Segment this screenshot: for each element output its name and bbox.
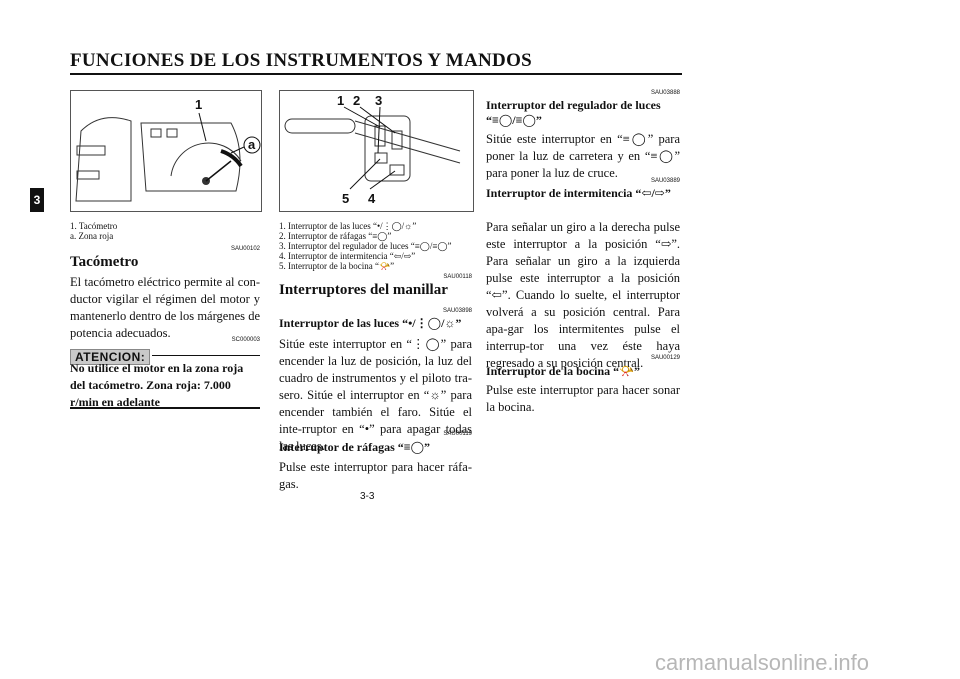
caption-item: 5. Interruptor de la bocina “📯” bbox=[279, 261, 395, 271]
paragraph-intermitencia: Para señalar un giro a la derecha pulse … bbox=[486, 220, 680, 370]
reference-code: SC000003 bbox=[231, 337, 260, 343]
paragraph-tacometro: El tacómetro eléctrico permite al con-du… bbox=[70, 275, 260, 340]
paragraph-luces: Sitúe este interruptor en “⋮◯” para ence… bbox=[279, 337, 472, 453]
subsection-title-regulador: Interruptor del regulador de luces “≡◯/≡… bbox=[486, 98, 661, 127]
reference-code: SAU03888 bbox=[650, 90, 680, 96]
caption-item: a. Zona roja bbox=[70, 231, 114, 241]
caption-item: 1. Tacómetro bbox=[70, 221, 118, 231]
subsection-title-intermitencia: Interruptor de intermitencia “⇦/⇨” bbox=[486, 186, 671, 200]
caption-item: 2. Interruptor de ráfagas “≡◯” bbox=[279, 231, 392, 241]
tachometer-illustration: 1 a bbox=[75, 97, 261, 202]
warning-rule bbox=[70, 407, 260, 409]
subsection-title-luces: Interruptor de las luces “•/⋮◯/☼” bbox=[279, 316, 462, 330]
section-title-tacometro: Tacómetro bbox=[70, 254, 139, 270]
figure-handlebar-switches: 1 2 3 5 4 bbox=[279, 90, 474, 212]
paragraph-bocina: Pulse este interruptor para hacer sonar … bbox=[486, 383, 680, 414]
callout-a: a bbox=[248, 137, 256, 152]
subsection-title-rafagas: Interruptor de ráfagas “≡◯” bbox=[279, 440, 431, 454]
warning-header: ATENCION: bbox=[70, 348, 260, 366]
reference-code: SAU00129 bbox=[650, 355, 680, 361]
watermark: carmanualsonline.info bbox=[655, 650, 870, 675]
handlebar-illustration: 1 2 3 5 4 bbox=[284, 93, 461, 206]
figure2-captions: 1. Interruptor de las luces “•/⋮◯/☼” 2. … bbox=[279, 221, 452, 271]
reference-code: SAU03898 bbox=[442, 308, 472, 314]
page-number: 3-3 bbox=[360, 491, 375, 502]
figure1-captions: 1. Tacómetro a. Zona roja bbox=[70, 221, 117, 241]
warning-text: No utilice el motor en la zona roja del … bbox=[70, 361, 244, 409]
callout-1: 1 bbox=[195, 97, 202, 112]
callout-5: 5 bbox=[342, 191, 349, 206]
reference-code: SAU03889 bbox=[650, 178, 680, 184]
callout-4: 4 bbox=[368, 191, 376, 206]
paragraph-regulador: Sitúe este interruptor en “≡◯” para pone… bbox=[486, 132, 680, 180]
callout-1: 1 bbox=[337, 93, 344, 108]
warning-label: ATENCION: bbox=[70, 349, 151, 365]
reference-code: SAU00102 bbox=[230, 246, 260, 252]
caption-item: 4. Interruptor de intermitencia “⇦/⇨” bbox=[279, 251, 416, 261]
subsection-title-bocina: Interruptor de la bocina “📯” bbox=[486, 364, 641, 378]
chapter-tab: 3 bbox=[30, 188, 44, 212]
reference-code: SAU00119 bbox=[443, 431, 472, 437]
caption-item: 3. Interruptor del regulador de luces “≡… bbox=[279, 241, 452, 251]
page-header-title: FUNCIONES DE LOS INSTRUMENTOS Y MANDOS bbox=[70, 50, 533, 71]
header-rule bbox=[70, 73, 682, 75]
callout-3: 3 bbox=[375, 93, 382, 108]
warning-line bbox=[152, 355, 260, 356]
reference-code: SAU00118 bbox=[443, 274, 472, 280]
callout-2: 2 bbox=[353, 93, 360, 108]
figure-tachometer: 1 a bbox=[70, 90, 262, 212]
paragraph-rafagas: Pulse este interruptor para hacer ráfa-g… bbox=[279, 460, 472, 491]
section-title-interruptores: Interruptores del manillar bbox=[279, 282, 448, 298]
caption-item: 1. Interruptor de las luces “•/⋮◯/☼” bbox=[279, 221, 417, 231]
